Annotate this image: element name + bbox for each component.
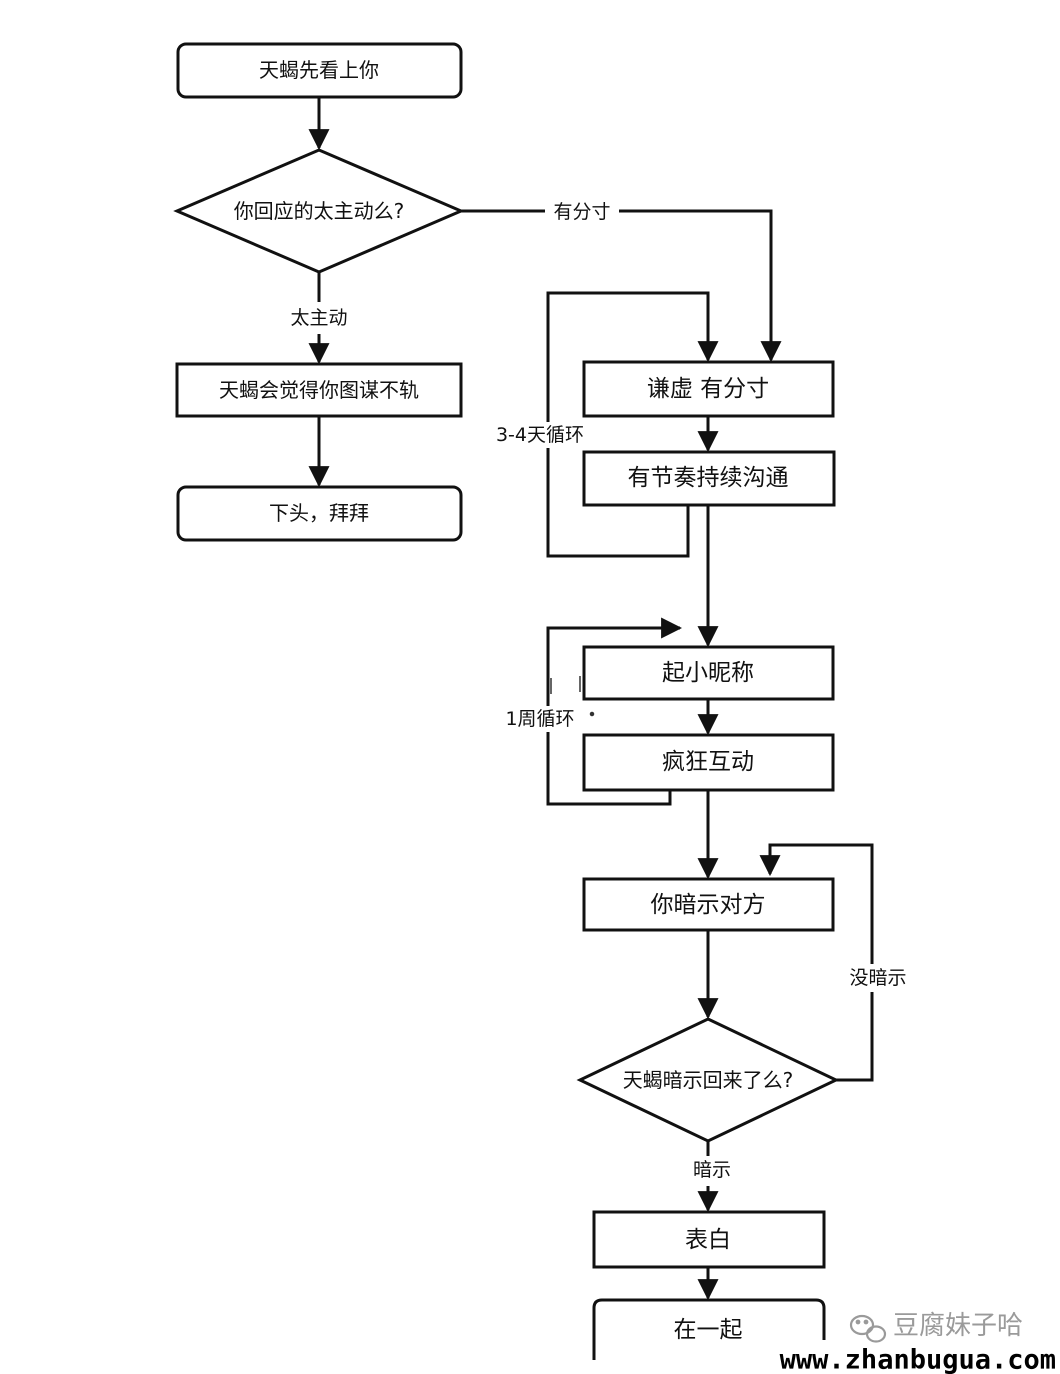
nickname-text: 起小昵称 — [662, 660, 754, 686]
start-text: 天蝎先看上你 — [259, 58, 379, 82]
edge-no-hint — [759, 843, 874, 1082]
bye-node — [176, 485, 463, 542]
edge-label-loop1: 3-4天循环 — [496, 424, 584, 446]
decision2-text: 天蝎暗示回来了么? — [623, 1068, 794, 1092]
edge-label-too-active: 太主动 — [290, 307, 347, 329]
nodes — [173, 42, 840, 1360]
crazy-node — [582, 733, 835, 792]
hint-text: 你暗示对方 — [651, 892, 766, 918]
together-text: 在一起 — [674, 1317, 743, 1343]
edge-label-yes-hint: 暗示 — [693, 1159, 731, 1181]
rhythm-node — [582, 450, 836, 507]
bye-text: 下头，拜拜 — [269, 501, 369, 525]
together-node — [592, 1298, 826, 1360]
hint-node — [582, 877, 835, 932]
watermark-site: www.zhanbugua.com — [780, 1345, 1056, 1374]
modest-text: 谦虚 有分寸 — [647, 376, 769, 402]
label-bg-loop1 — [492, 422, 590, 448]
start-node — [176, 42, 463, 99]
too-active-result-node — [175, 362, 463, 418]
confess-node — [592, 1210, 826, 1269]
confess-text: 表白 — [685, 1227, 731, 1253]
edge-label-loop2: 1周循环 — [505, 708, 574, 730]
rhythm-text: 有节奏持续沟通 — [628, 465, 789, 491]
watermark: 豆腐妹子哈 www.zhanbugua.com — [780, 1311, 1060, 1374]
label-bg-has-measure — [545, 199, 619, 225]
watermark-site-bg — [787, 1344, 1060, 1374]
decision1-text: 你回应的太主动么? — [234, 199, 405, 223]
edge-loop2 — [546, 617, 683, 806]
wechat-icon — [849, 1314, 887, 1343]
decision2-node — [576, 1017, 840, 1143]
decision1-node — [173, 148, 465, 274]
crazy-text: 疯狂互动 — [662, 749, 754, 775]
edge-label-no-hint: 没暗示 — [849, 967, 906, 989]
edge-decision1-modest — [461, 209, 782, 363]
edge-label-has-measure: 有分寸 — [553, 201, 610, 223]
too-active-result-text: 天蝎会觉得你图谋不轨 — [219, 378, 419, 402]
label-bg-loop2 — [500, 706, 582, 732]
modest-node — [582, 360, 835, 418]
label-bg-no-hint — [842, 964, 914, 992]
nickname-node — [582, 645, 835, 701]
watermark-account: 豆腐妹子哈 — [893, 1311, 1023, 1341]
